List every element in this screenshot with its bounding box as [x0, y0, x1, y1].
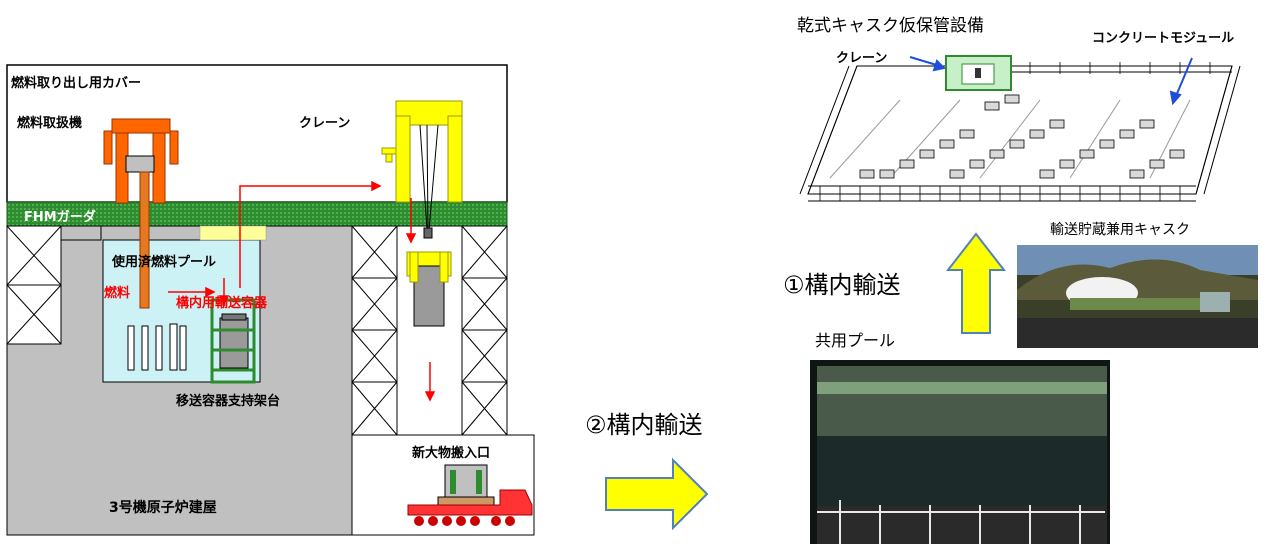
transport2-label: ②構内輸送	[585, 411, 703, 439]
pointer-arrows	[909, 56, 1193, 106]
crane-label: クレーン	[299, 116, 351, 131]
dry-cask-title: 乾式キャスク仮保管設備	[797, 16, 984, 36]
cask-truck-photo	[1017, 245, 1258, 348]
transport1-label: ①構内輸送	[783, 271, 901, 299]
common-pool-photo	[810, 360, 1110, 544]
cover-label: 燃料取り出し用カバー	[11, 76, 142, 91]
fuel-rods	[127, 323, 187, 371]
building-label: 3号機原子炉建屋	[109, 500, 217, 516]
crane	[381, 100, 463, 327]
entrance-label: 新大物搬入口	[412, 446, 491, 461]
fuel-handling-machine	[103, 118, 179, 309]
support-label: 移送容器支持架台	[176, 394, 281, 409]
facility-crane-label: クレーン	[836, 51, 888, 66]
container-label: 構内用輸送容器	[176, 296, 268, 311]
transport-truck	[407, 464, 533, 526]
fhm-girder	[6, 201, 508, 227]
common-pool-label: 共用プール	[815, 331, 896, 350]
dry-cask-storage-facility	[799, 55, 1241, 202]
left-lattice-tower	[6, 225, 102, 345]
concrete-module-label: コンクリートモジュール	[1092, 31, 1235, 46]
red-flow-arrows	[168, 180, 436, 402]
cask-label: 輸送貯蔵兼用キャスク	[1050, 222, 1190, 238]
transport2-arrow	[605, 457, 709, 531]
pool-label: 使用済燃料プール	[112, 255, 217, 270]
fuel-label: 燃料	[104, 286, 131, 301]
fhm-label: 燃料取扱機	[17, 116, 83, 131]
transport1-arrow	[945, 232, 1007, 334]
girder-label: FHMガーダ	[24, 210, 96, 225]
transport-container-pool	[210, 298, 256, 384]
